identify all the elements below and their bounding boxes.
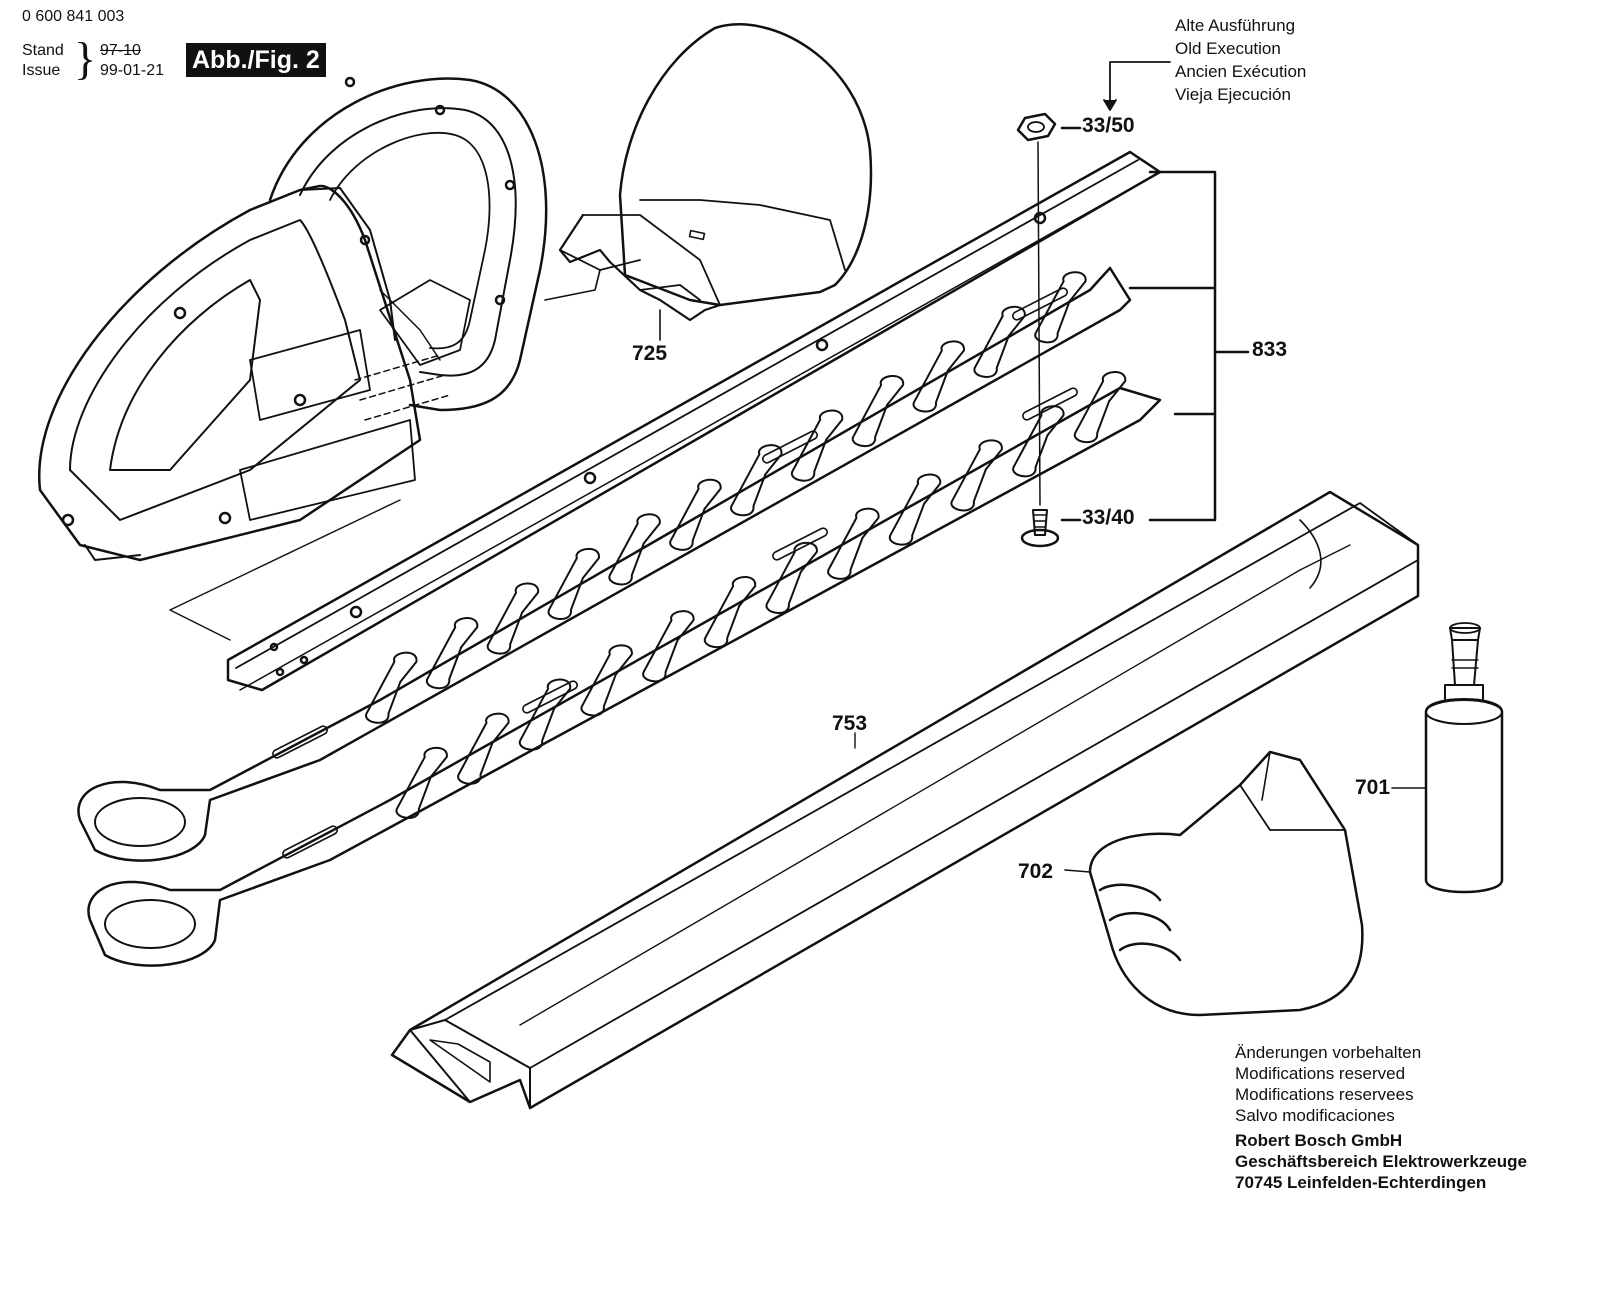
part-label-screw: 33/40 bbox=[1082, 506, 1135, 529]
blade-tooth bbox=[827, 536, 864, 580]
blade-tooth bbox=[805, 409, 844, 447]
old-execution-es: Vieja Ejecución bbox=[1175, 85, 1291, 104]
blade-tooth bbox=[1088, 371, 1127, 409]
part-label-blade-set: 833 bbox=[1252, 338, 1288, 361]
blade-tooth bbox=[580, 673, 617, 717]
screw-33-40-shape bbox=[1020, 509, 1060, 548]
part-label-gloves: 702 bbox=[1018, 860, 1054, 883]
blade-tooth bbox=[426, 646, 463, 690]
blade-tooth bbox=[642, 639, 679, 683]
blade-tooth bbox=[547, 576, 584, 620]
brace-glyph: } bbox=[74, 33, 97, 84]
blade-tooth bbox=[533, 678, 572, 716]
tool-housing bbox=[37, 76, 548, 641]
gloves-702-shape bbox=[1064, 750, 1364, 1017]
part-label-blade-cover: 753 bbox=[832, 712, 868, 735]
blade-tooth bbox=[519, 707, 556, 751]
blade-tooth bbox=[365, 680, 402, 724]
blade-tooth bbox=[683, 478, 722, 516]
blade-tooth bbox=[501, 582, 540, 620]
blade-tooth bbox=[471, 712, 510, 750]
blade-tooth bbox=[1026, 405, 1065, 443]
blade-tooth bbox=[1012, 434, 1049, 478]
blade-tooth bbox=[730, 473, 767, 517]
old-date: 97-10 bbox=[100, 42, 141, 59]
part-label-nut: 33/50 bbox=[1082, 114, 1135, 137]
oil-bottle-701-shape bbox=[1391, 622, 1504, 894]
blade-tooth bbox=[718, 576, 757, 614]
blade-tooth bbox=[866, 375, 905, 413]
blade-tooth bbox=[950, 468, 987, 512]
footer-note-fr: Modifications reservees bbox=[1235, 1085, 1414, 1104]
blade-tooth bbox=[744, 444, 783, 482]
upper-blade bbox=[77, 266, 1132, 862]
stand-label: Stand bbox=[22, 42, 64, 59]
blade-cover-753-shape bbox=[390, 490, 1420, 1110]
leader-lines bbox=[1060, 61, 1250, 522]
old-execution-en: Old Execution bbox=[1175, 39, 1281, 58]
blade-rail bbox=[226, 150, 1162, 692]
blade-tooth bbox=[841, 507, 880, 545]
issue-date: 99-01-21 bbox=[100, 62, 165, 79]
blade-tooth bbox=[1048, 271, 1087, 309]
blade-tooth bbox=[912, 369, 949, 413]
blade-tooth bbox=[987, 305, 1026, 343]
old-execution-de: Alte Ausführung bbox=[1175, 16, 1296, 35]
blade-tooth bbox=[379, 651, 418, 689]
blade-tooth bbox=[1074, 400, 1111, 444]
blade-tooth bbox=[457, 741, 494, 785]
footer-note-de: Änderungen vorbehalten bbox=[1235, 1043, 1422, 1062]
blade-tooth bbox=[656, 610, 695, 648]
blade-tooth bbox=[903, 473, 942, 511]
blade-tooth bbox=[704, 605, 741, 649]
blade-tooth bbox=[779, 541, 818, 579]
blade-tooth bbox=[594, 644, 633, 682]
blade-tooth bbox=[561, 547, 600, 585]
lower-blade bbox=[87, 371, 1162, 967]
old-execution-fr: Ancien Exécution bbox=[1175, 62, 1307, 81]
footer-note-en: Modifications reserved bbox=[1235, 1064, 1406, 1083]
blade-tooth bbox=[791, 438, 828, 482]
blade-tooth bbox=[395, 775, 432, 819]
blade-tooth bbox=[622, 513, 661, 551]
blade-tooth bbox=[964, 439, 1003, 477]
blade-tooth bbox=[440, 617, 479, 655]
blade-tooth bbox=[889, 502, 926, 546]
blade-tooth bbox=[765, 570, 802, 614]
blade-tooth bbox=[926, 340, 965, 378]
blade-tooth bbox=[1034, 300, 1071, 344]
blade-tooth bbox=[409, 746, 448, 784]
document-number: 0 600 841 003 bbox=[22, 8, 125, 25]
company-division: Geschäftsbereich Elektrowerkzeuge bbox=[1235, 1152, 1527, 1171]
company-address: 70745 Leinfelden-Echterdingen bbox=[1235, 1173, 1487, 1192]
figure-badge: Abb./Fig. 2 bbox=[186, 43, 326, 77]
part-label-oil-bottle: 701 bbox=[1355, 776, 1391, 799]
part-label-guard: 725 bbox=[632, 342, 668, 365]
issue-label: Issue bbox=[22, 62, 61, 79]
guard-725-shape bbox=[544, 23, 873, 341]
footer-note-es: Salvo modificaciones bbox=[1235, 1106, 1395, 1125]
blade-tooth bbox=[669, 507, 706, 551]
blade-tooth bbox=[608, 542, 645, 586]
blade-tooth bbox=[486, 611, 524, 655]
blade-tooth bbox=[973, 334, 1010, 378]
blade-tooth bbox=[851, 404, 889, 448]
company-name: Robert Bosch GmbH bbox=[1235, 1131, 1403, 1150]
